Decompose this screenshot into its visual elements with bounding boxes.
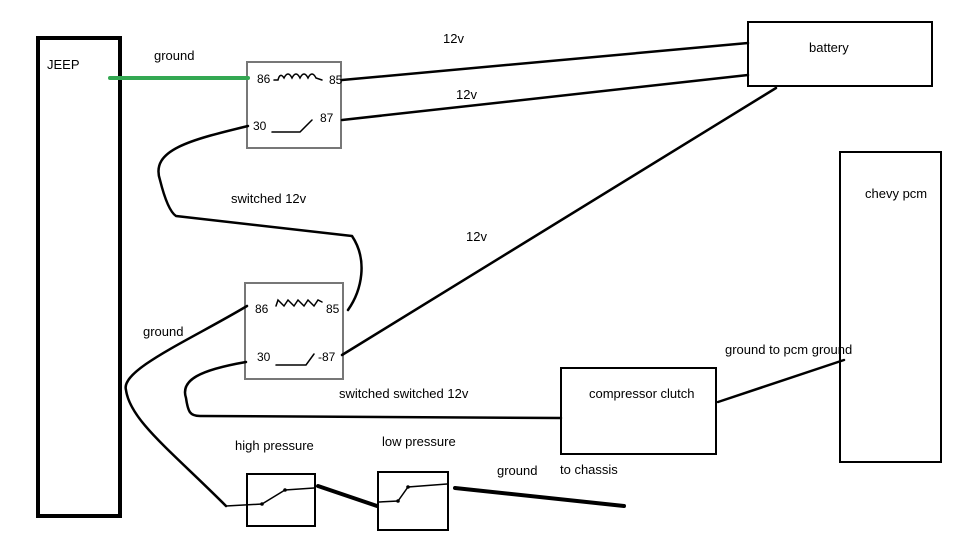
compressor-clutch-box <box>560 367 717 455</box>
compressor-clutch-block: compressor clutch <box>560 367 717 455</box>
wire-12v-87-battery <box>340 73 750 122</box>
ground-bottom-label: ground <box>497 463 537 478</box>
jeep-label: JEEP <box>47 57 80 72</box>
wire-switched-switched-12v <box>183 360 563 420</box>
relay-2-coil-icon <box>275 298 323 308</box>
relay-2-switch-icon <box>275 353 315 366</box>
relay-2-pin-85: 85 <box>326 302 340 316</box>
relay-2-pin-86: 86 <box>255 302 269 316</box>
chevy-pcm-box <box>839 151 942 463</box>
battery-box <box>747 21 933 87</box>
high-pressure-box <box>246 473 316 527</box>
chevy-pcm-label: chevy pcm <box>865 186 927 201</box>
high-pressure-contact-b <box>283 488 287 492</box>
relay-2-pin-30: 30 <box>257 350 271 364</box>
wire-ground-relay2 <box>124 304 249 508</box>
high-pressure-switch-icon <box>225 487 315 507</box>
wire-12v-85-battery <box>340 41 750 82</box>
high-pressure-switch: high pressure <box>225 438 316 527</box>
relay-2: 86 85 30 -87 <box>244 282 344 380</box>
to-chassis-label: to chassis <box>560 462 618 477</box>
low-pressure-contact-b <box>406 485 410 489</box>
battery-label: battery <box>809 40 849 55</box>
relay-1-coil-icon <box>273 73 323 81</box>
relay-1: 86 85 30 87 <box>246 61 343 149</box>
wire-switched-12v <box>157 124 363 312</box>
low-pressure-label: low pressure <box>382 434 456 449</box>
compressor-clutch-label: compressor clutch <box>589 386 694 401</box>
relay-1-switch-icon <box>271 119 313 133</box>
jeep-box <box>36 36 122 518</box>
switched-switched-12v-label: switched switched 12v <box>339 386 469 401</box>
ground-top-label: ground <box>154 48 194 63</box>
v12-a-label: 12v <box>443 31 464 46</box>
v12-b-label: 12v <box>456 87 477 102</box>
wire-high-to-low <box>316 484 379 508</box>
low-pressure-switch-icon <box>378 483 448 503</box>
wire-12v-battery-relay2 <box>340 86 778 357</box>
low-pressure-switch: low pressure <box>377 434 456 531</box>
switched-12v-label: switched 12v <box>231 191 307 206</box>
chevy-pcm-block: chevy pcm <box>839 151 942 463</box>
v12-c-label: 12v <box>466 229 487 244</box>
wire-ground-chassis <box>453 486 626 508</box>
relay-1-pin-85: 85 <box>329 73 343 87</box>
ground-left-label: ground <box>143 324 183 339</box>
relay-1-pin-30: 30 <box>253 119 267 133</box>
jeep-block: JEEP <box>36 36 122 518</box>
ground-to-pcm-label: ground to pcm ground <box>725 342 852 357</box>
low-pressure-contact-a <box>396 499 400 503</box>
relay-1-pin-86: 86 <box>257 72 271 86</box>
high-pressure-contact-a <box>260 502 264 506</box>
battery-block: battery <box>747 21 933 87</box>
high-pressure-label: high pressure <box>235 438 314 453</box>
relay-2-box <box>244 282 344 380</box>
wire-ground-to-pcm <box>716 358 846 404</box>
relay-1-box <box>246 61 342 149</box>
relay-1-pin-87: 87 <box>320 111 334 125</box>
relay-2-pin-87: -87 <box>318 350 336 364</box>
